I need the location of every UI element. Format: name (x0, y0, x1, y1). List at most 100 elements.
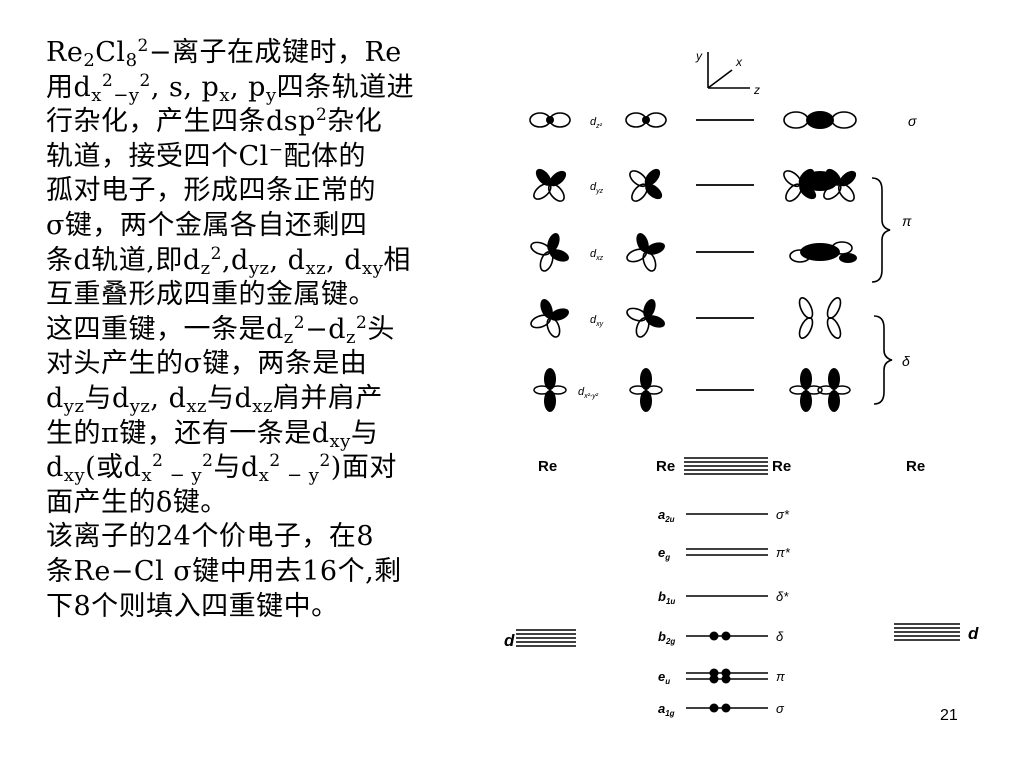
text-segment: Re (46, 37, 84, 68)
text-segment: 与d (207, 382, 253, 414)
text-segment: 2 (101, 70, 114, 91)
svg-text:δ*: δ* (776, 589, 789, 604)
svg-text:a2u: a2u (658, 507, 675, 524)
text-segment: 该离子的24个价电子，在8 (46, 521, 375, 553)
text-segment: −y (113, 84, 140, 106)
svg-text:σ: σ (776, 701, 785, 716)
svg-text:d: d (968, 624, 979, 643)
text-segment: Cl (95, 37, 126, 68)
electron (721, 674, 731, 684)
orbital-row-dxy: dxy (523, 291, 842, 345)
text-line: 孤对电子，形成四条正常的 (46, 174, 472, 209)
text-segment: xy (329, 430, 351, 452)
text-segment: 生的π键，还有一条是d (46, 417, 330, 449)
svg-text:δ: δ (776, 629, 784, 644)
text-line: 这四重键，一条是dz2−dz2头 (46, 313, 472, 348)
svg-text:dyz: dyz (590, 181, 604, 195)
svg-text:a1g: a1g (658, 701, 675, 718)
text-segment: x (91, 84, 102, 106)
text-line: 该离子的24个价电子，在8 (46, 520, 472, 555)
bond-label-sigma: σ (908, 113, 917, 129)
text-segment: 杂化 (327, 106, 383, 138)
text-line: Re2Cl82−离子在成键时，Re (46, 36, 472, 71)
mo-level: b1u δ* (658, 589, 789, 606)
mo-level: a2u σ* (658, 507, 790, 524)
text-segment: 这四重键，一条是d (46, 313, 284, 345)
text-segment: z (346, 326, 357, 348)
re-label-left: Re (538, 458, 557, 475)
text-segment: 2 (315, 105, 328, 126)
text-segment: 肩并肩产 (272, 382, 383, 414)
electron (721, 703, 731, 713)
text-segment: z (283, 326, 294, 348)
text-line: 对头产生的σ键，两条是由 (46, 347, 472, 382)
text-segment: − (268, 139, 284, 160)
text-segment: −离子在成键时，Re (148, 37, 402, 68)
text-segment: 条d轨道,即d (46, 244, 201, 276)
orbital-row-dx2y2: dx²-y² (533, 367, 851, 413)
text-segment: z (200, 257, 211, 279)
text-segment: 四条轨道进 (276, 71, 415, 103)
text-segment: 面产生的δ键。 (46, 486, 228, 518)
text-line: 生的π键，还有一条是dxy与 (46, 417, 472, 452)
text-segment: 轨道，接受四个Cl (46, 140, 269, 172)
text-segment: xy (362, 257, 384, 279)
electron (709, 631, 719, 641)
svg-text:b1u: b1u (658, 589, 675, 606)
text-segment: 相 (383, 244, 411, 276)
svg-text:π: π (776, 669, 785, 684)
text-segment: −d (305, 313, 347, 345)
text-segment: x (141, 465, 153, 487)
d-levels-left: d (504, 629, 576, 650)
text-segment: 2 (83, 50, 96, 71)
svg-text:σ*: σ* (776, 507, 790, 522)
svg-text:dz²: dz² (590, 116, 603, 130)
re-label-center-right: Re (772, 458, 791, 475)
text-segment: d (46, 382, 64, 414)
text-segment: ,d (221, 244, 249, 276)
text-line: dxy(或dx2 − y2与dx2 − y2)面对 (46, 451, 472, 486)
text-segment: xy (63, 465, 86, 487)
text-segment: , d (326, 244, 363, 276)
text-segment: 行杂化，产生四条dsp (46, 106, 316, 138)
re-label-center-left: Re (656, 458, 675, 475)
text-line: 条d轨道,即dz2,dyz, dxz, dxy相 (46, 244, 472, 279)
text-segment: 2 (139, 70, 151, 91)
text-segment: 2 (152, 451, 164, 472)
electron (721, 631, 731, 641)
text-segment: xz (252, 395, 273, 417)
text-line: 条Re−Cl σ键中用去16个,剩 (46, 555, 472, 590)
text-segment: 下8个则填入四重键中。 (46, 590, 339, 622)
text-line: 轨道，接受四个Cl−配体的 (46, 140, 472, 175)
text-line: 行杂化，产生四条dsp2杂化 (46, 105, 472, 140)
text-segment: σ键，两个金属各自还剩四 (46, 209, 368, 241)
bonding-diagram: y x z dz² σ dyz dxz (504, 49, 979, 718)
svg-text:π*: π* (776, 545, 791, 560)
text-segment: yz (129, 395, 151, 417)
text-line: σ键，两个金属各自还剩四 (46, 209, 472, 244)
text-segment: 与 (350, 417, 379, 449)
text-segment: 用d (46, 71, 92, 103)
text-segment: 2 (319, 451, 331, 472)
pi-bracket: π (871, 177, 912, 283)
text-line: 用dx2−y2, s, px, py四条轨道进 (46, 71, 472, 106)
text-segment: , p (230, 71, 266, 103)
page-number: 21 (940, 707, 958, 724)
text-segment: x (258, 465, 270, 487)
re-label-right: Re (906, 458, 925, 475)
axis-label-y: y (695, 49, 703, 63)
text-segment: 2 (202, 451, 214, 472)
text-segment: 条Re−Cl σ键中用去16个,剩 (46, 555, 402, 587)
orbital-row-dxz: dxz (523, 225, 857, 279)
svg-text:d: d (504, 631, 515, 650)
text-segment: xz (186, 395, 207, 417)
text-segment: d (46, 452, 64, 484)
orbital-row-dz2: dz² σ (529, 111, 917, 130)
text-segment: 互重叠形成四重的金属键。 (46, 279, 376, 311)
svg-text:dxy: dxy (590, 314, 604, 328)
text-segment: 2 (269, 451, 281, 472)
text-segment: 2 (137, 36, 149, 56)
